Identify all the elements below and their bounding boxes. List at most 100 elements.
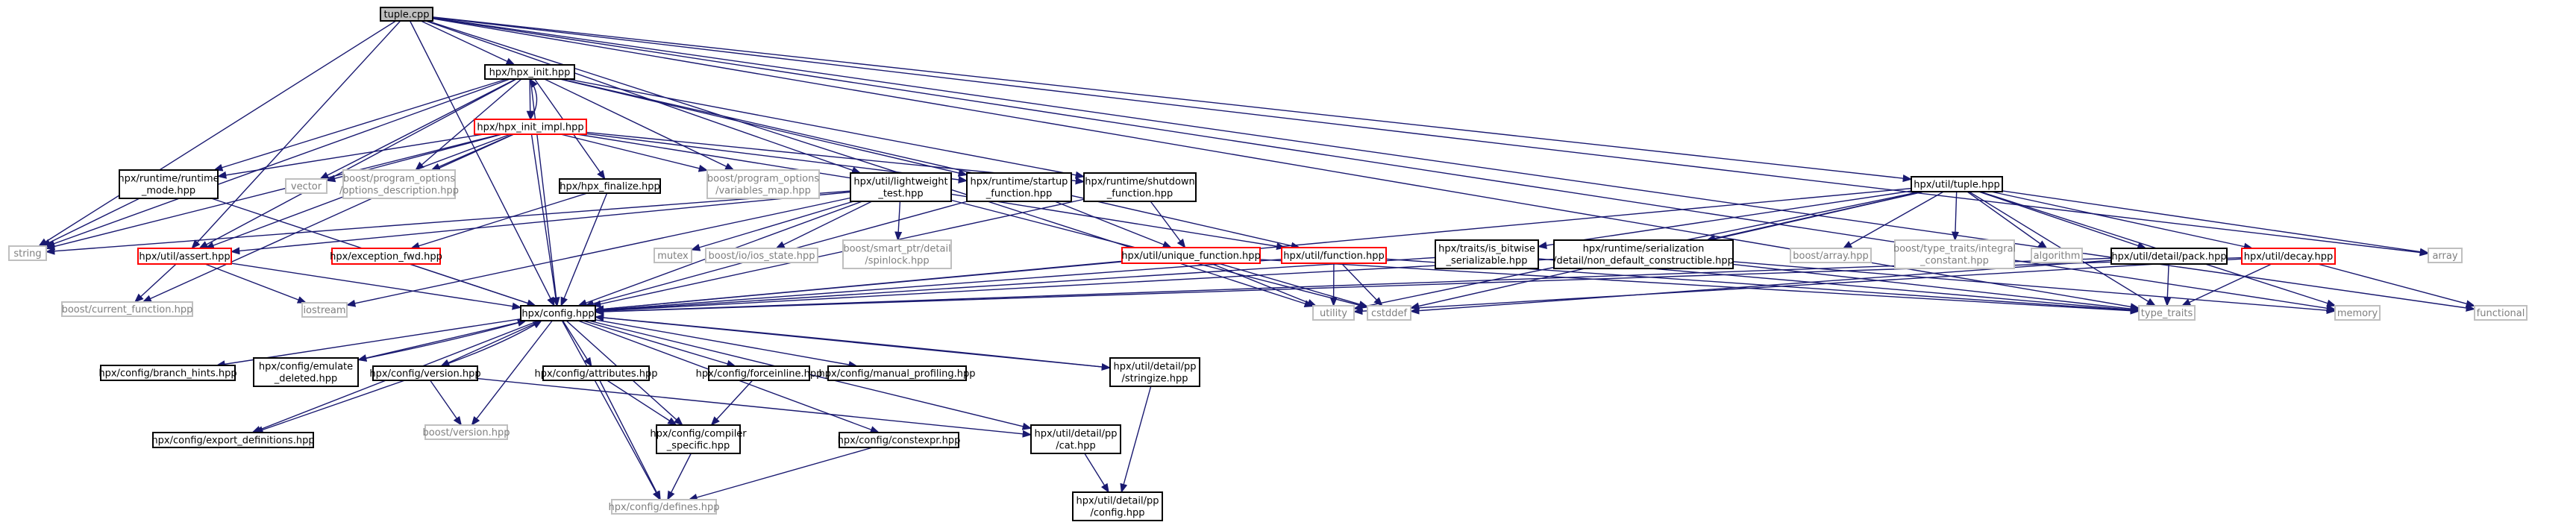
edge-tuple_cpp-to-tuple_hpp xyxy=(432,16,1913,183)
node-hpx_init_impl[interactable]: hpx/hpx_init_impl.hpp xyxy=(474,119,587,135)
edge-shutdown_function-to-unique_function xyxy=(1150,201,1186,249)
node-tuple_cpp-box xyxy=(380,7,433,22)
node-export_definitions-box xyxy=(152,432,314,448)
node-runtime_mode[interactable]: hpx/runtime/runtime_mode.hpp xyxy=(118,169,219,199)
node-version_hpp[interactable]: hpx/config/version.hpp xyxy=(369,365,481,381)
node-tuple_hpp-label-0: hpx/util/tuple.hpp xyxy=(1914,179,2000,190)
node-unique_function[interactable]: hpx/util/unique_function.hpp xyxy=(1121,247,1261,264)
node-algorithm[interactable]: algorithm xyxy=(2031,248,2083,263)
node-non_default-label-0: hpx/runtime/serialization xyxy=(1583,243,1705,254)
node-is_bitwise[interactable]: hpx/traits/is_bitwise_serializable.hpp xyxy=(1435,239,1539,269)
node-shutdown_function-box xyxy=(1083,172,1197,202)
edge-tuple_hpp-to-pack xyxy=(1978,191,2147,250)
edge-config-to-defines xyxy=(561,320,661,501)
node-attributes[interactable]: hpx/config/attributes.hpp xyxy=(534,365,658,381)
node-cstddef[interactable]: cstddef xyxy=(1367,305,1411,321)
node-functional-label-0: functional xyxy=(2477,308,2525,319)
node-branch_hints-box xyxy=(100,365,236,381)
node-function[interactable]: hpx/util/function.hpp xyxy=(1281,247,1387,264)
node-shutdown_function-label-1: _function.hpp xyxy=(1106,188,1173,199)
node-compiler_specific[interactable]: hpx/config/compiler_specific.hpp xyxy=(650,424,747,454)
node-defines[interactable]: hpx/config/defines.hpp xyxy=(608,499,720,515)
node-boost_array[interactable]: boost/array.hpp xyxy=(1790,248,1872,263)
edge-tuple_hpp-to-algorithm xyxy=(1967,191,2048,249)
node-defines-label-0: hpx/config/defines.hpp xyxy=(608,502,719,513)
node-startup_function-label-1: _function.hpp xyxy=(985,188,1052,199)
node-exception_fwd-label-0: hpx/exception_fwd.hpp xyxy=(330,251,442,263)
edge-hpx_init-to-string xyxy=(45,78,510,248)
node-memory[interactable]: memory xyxy=(2334,305,2381,321)
node-lightweight_test[interactable]: hpx/util/lightweight_test.hpp xyxy=(850,172,952,202)
edge-pp_cat-to-pp_config xyxy=(1084,453,1109,494)
node-branch_hints[interactable]: hpx/config/branch_hints.hpp xyxy=(98,365,237,381)
edge-hpx_init_impl-to-current_function xyxy=(142,133,515,303)
node-non_default[interactable]: hpx/runtime/serialization/detail/non_def… xyxy=(1553,239,1734,269)
node-constexpr-box xyxy=(839,432,959,448)
node-compiler_specific-label-1: _specific.hpp xyxy=(666,440,730,451)
edge-compiler_specific-to-defines xyxy=(667,453,692,501)
node-type_traits[interactable]: type_traits xyxy=(2138,305,2196,321)
node-hpx_init[interactable]: hpx/hpx_init.hpp xyxy=(484,64,575,80)
node-pp_cat[interactable]: hpx/util/detail/pp/cat.hpp xyxy=(1030,424,1121,454)
node-attributes-box xyxy=(542,365,650,381)
node-assert-box xyxy=(137,248,232,265)
node-forceinline-label-0: hpx/config/forceinline.hpp xyxy=(696,368,823,380)
node-pack[interactable]: hpx/util/detail/pack.hpp xyxy=(2110,248,2228,265)
node-forceinline[interactable]: hpx/config/forceinline.hpp xyxy=(696,365,823,381)
node-tuple_cpp[interactable]: tuple.cpp xyxy=(380,7,433,22)
node-export_definitions-label-0: hpx/config/export_definitions.hpp xyxy=(151,435,314,446)
node-variables_map[interactable]: boost/program_options/variables_map.hpp xyxy=(706,169,820,199)
edge-hpx_init_impl-to-config xyxy=(530,133,560,307)
edge-unique_function-to-cstddef xyxy=(1218,263,1369,308)
node-constexpr[interactable]: hpx/config/constexpr.hpp xyxy=(838,432,961,448)
node-array[interactable]: array xyxy=(2428,248,2463,263)
node-export_definitions[interactable]: hpx/config/export_definitions.hpp xyxy=(151,432,315,448)
node-constexpr-label-0: hpx/config/constexpr.hpp xyxy=(838,435,961,446)
node-mutex[interactable]: mutex xyxy=(654,248,692,263)
edge-assert-to-current_function xyxy=(134,263,177,303)
node-functional[interactable]: functional xyxy=(2474,305,2528,321)
node-pp_config-label-1: /config.hpp xyxy=(1090,507,1144,518)
edge-forceinline-to-compiler_specific xyxy=(710,380,753,426)
node-decay[interactable]: hpx/util/decay.hpp xyxy=(2241,248,2336,265)
node-hpx_finalize[interactable]: hpx/hpx_finalize.hpp xyxy=(559,178,661,194)
node-config[interactable]: hpx/config.hpp xyxy=(520,305,596,321)
node-decay-box xyxy=(2241,248,2336,265)
node-current_function[interactable]: boost/current_function.hpp xyxy=(61,301,193,317)
node-mutex-label-0: mutex xyxy=(657,251,689,262)
edge-attributes-to-defines xyxy=(599,380,661,501)
edge-hpx_finalize-to-config xyxy=(560,192,608,307)
node-string[interactable]: string xyxy=(8,245,47,261)
node-shutdown_function[interactable]: hpx/runtime/shutdown_function.hpp xyxy=(1083,172,1197,202)
node-hpx_finalize-box xyxy=(559,178,661,194)
node-utility[interactable]: utility xyxy=(1312,305,1355,321)
node-stringize[interactable]: hpx/util/detail/pp/stringize.hpp xyxy=(1109,357,1200,387)
node-pp_config[interactable]: hpx/util/detail/pp/config.hpp xyxy=(1072,491,1163,521)
edge-tuple_hpp-to-array xyxy=(2002,190,2430,256)
node-runtime_mode-label-1: _mode.hpp xyxy=(141,185,195,196)
node-options_desc[interactable]: boost/program_options/options_descriptio… xyxy=(339,169,459,199)
node-ios_state[interactable]: boost/io/ios_state.hpp xyxy=(705,248,818,263)
node-assert[interactable]: hpx/util/assert.hpp xyxy=(137,248,232,265)
node-forceinline-box xyxy=(708,365,810,381)
node-iostream[interactable]: iostream xyxy=(301,302,348,318)
node-tuple_hpp[interactable]: hpx/util/tuple.hpp xyxy=(1911,176,2003,192)
node-runtime_mode-box xyxy=(119,169,219,199)
node-spinlock[interactable]: boost/smart_ptr/detail/spinlock.hpp xyxy=(842,239,952,269)
node-cstddef-box xyxy=(1367,305,1411,321)
node-runtime_mode-label-0: hpx/runtime/runtime xyxy=(118,173,219,184)
node-integral_constant[interactable]: boost/type_traits/integral_constant.hpp xyxy=(1893,239,2016,269)
node-vector[interactable]: vector xyxy=(285,178,328,194)
node-startup_function[interactable]: hpx/runtime/startup_function.hpp xyxy=(966,172,1072,202)
node-options_desc-box xyxy=(342,169,456,199)
node-current_function-label-0: boost/current_function.hpp xyxy=(62,304,193,315)
edge-runtime_mode-to-string xyxy=(41,198,140,247)
node-emulate_deleted[interactable]: hpx/config/emulate_deleted.hpp xyxy=(253,357,359,387)
node-hpx_init-label-0: hpx/hpx_init.hpp xyxy=(489,67,571,78)
node-manual_profiling[interactable]: hpx/config/manual_profiling.hpp xyxy=(819,365,976,381)
node-boost_version[interactable]: boost/version.hpp xyxy=(423,424,510,440)
edge-hpx_init_impl-to-runtime_mode xyxy=(216,133,484,179)
node-boost_version-box xyxy=(424,424,508,440)
node-exception_fwd[interactable]: hpx/exception_fwd.hpp xyxy=(330,248,442,265)
edge-tuple_cpp-to-memory xyxy=(432,17,2337,312)
